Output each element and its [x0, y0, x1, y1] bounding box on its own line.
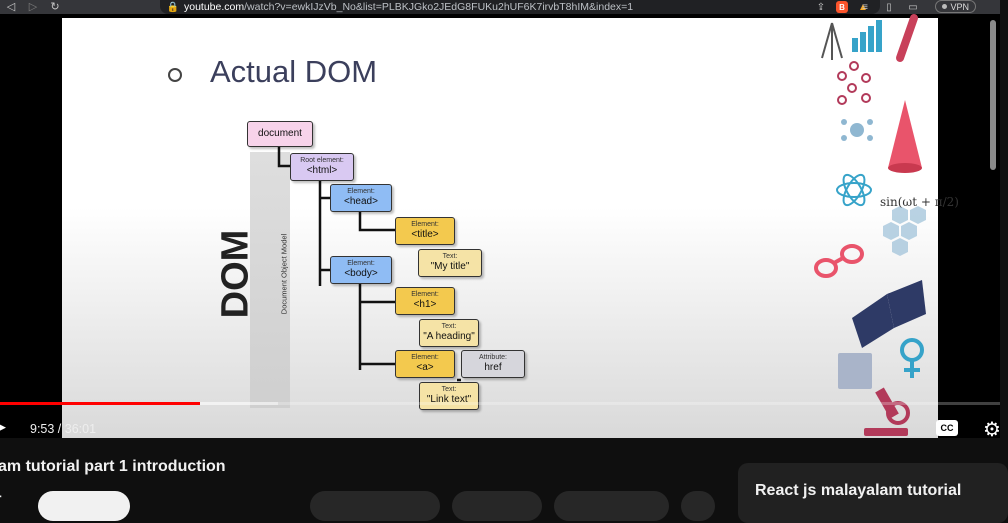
glasses-icon: [814, 244, 864, 278]
node-body-value: <body>: [344, 267, 378, 279]
download-button[interactable]: [554, 491, 669, 521]
vpn-button[interactable]: VPN: [935, 0, 976, 13]
science-decorations: [814, 14, 926, 436]
dom-tree-connectors: [277, 146, 461, 382]
node-html-value: <html>: [306, 164, 338, 176]
hexagon-pattern-icon: [883, 206, 926, 256]
node-attribute-value: href: [484, 361, 502, 373]
progress-bar[interactable]: [0, 402, 1000, 405]
node-title-text-tag: Text:: [442, 253, 458, 261]
address-bar[interactable]: 🔒 youtube.com/watch?v=ewkIJzVb_No&list=P…: [160, 0, 880, 14]
vpn-status-icon: [942, 4, 948, 9]
molecule-icon: [837, 61, 871, 105]
node-a-tag: Element:: [411, 354, 439, 362]
wallet-icon[interactable]: ▭: [908, 1, 918, 13]
node-attribute: Attribute: href: [461, 350, 525, 378]
node-html: Root element: <html>: [290, 153, 354, 181]
browser-toolbar: ◁ ▷ ↻ ⚐ 🔒 youtube.com/watch?v=ewkIJzVb_N…: [0, 0, 1000, 14]
subscribe-button[interactable]: [38, 491, 130, 521]
node-attribute-tag: Attribute:: [478, 354, 507, 362]
node-head-tag: Element:: [347, 188, 375, 196]
node-a-value: <a>: [416, 361, 434, 373]
browser-tools: ≡ ▯ ▭: [858, 0, 920, 14]
node-title-tag: Element:: [411, 221, 439, 229]
share-icon[interactable]: ⇪: [816, 1, 826, 13]
node-title-value: <title>: [411, 228, 439, 240]
formula-text: sin(ωt + π/2): [880, 195, 959, 209]
node-a-text-tag: Text:: [441, 386, 457, 394]
play-icon[interactable]: ▶: [0, 419, 6, 434]
up-next-title[interactable]: React js malayalam tutorial: [755, 482, 962, 499]
captions-button[interactable]: CC: [936, 420, 958, 436]
bullet-icon: [168, 68, 182, 82]
played-progress: [0, 402, 200, 405]
notepad-icon: [838, 353, 872, 389]
dots-cluster-icon: [841, 119, 873, 141]
more-actions-button[interactable]: [681, 491, 715, 521]
reload-icon[interactable]: ↻: [50, 0, 60, 13]
forward-icon[interactable]: ▷: [28, 0, 38, 13]
node-h1: Element: <h1>: [395, 287, 455, 315]
book-icon: [852, 280, 926, 348]
vpn-label: VPN: [950, 1, 969, 12]
rewards-icon[interactable]: ▲: [858, 1, 868, 13]
atom-icon: [836, 173, 872, 207]
address-bar-actions: ⇪ B ▲: [814, 0, 870, 14]
up-next-card[interactable]: [738, 463, 1008, 523]
settings-gear-icon[interactable]: ⚙: [983, 419, 1001, 441]
node-body: Element: <body>: [330, 256, 392, 284]
time-display: 9:53 / 36:01: [30, 422, 97, 436]
slide-heading: Actual DOM: [210, 54, 378, 89]
node-a: Element: <a>: [395, 350, 455, 378]
page-scrollbar[interactable]: [990, 20, 996, 170]
lock-icon: 🔒: [166, 1, 180, 13]
female-symbol-icon: [900, 338, 924, 378]
share-button[interactable]: [452, 491, 542, 521]
node-html-tag: Root element:: [300, 157, 344, 165]
node-a-text-value: "Link text": [426, 393, 472, 405]
playlist-icon[interactable]: ≡: [862, 1, 868, 13]
node-head: Element: <head>: [330, 184, 392, 212]
channel-name[interactable]: r: [0, 490, 1, 506]
node-h1-text-value: "A heading": [423, 330, 475, 342]
url-text: youtube.com/watch?v=ewkIJzVb_No&list=PLB…: [184, 1, 634, 13]
video-player[interactable]: Actual DOM DOM Document Object Model doc…: [0, 14, 1001, 441]
back-icon[interactable]: ◁: [6, 0, 16, 13]
node-a-text: Text: "Link text": [419, 382, 479, 410]
dom-side-band: [250, 152, 290, 408]
node-title-text: Text: "My title": [418, 249, 482, 277]
brave-shields-icon[interactable]: B: [836, 1, 848, 13]
node-h1-text-tag: Text:: [441, 323, 457, 331]
node-body-tag: Element:: [347, 260, 375, 268]
cone-icon: [888, 100, 922, 168]
node-title: Element: <title>: [395, 217, 455, 245]
node-document-value: document: [258, 128, 302, 139]
test-tube-icon: [896, 14, 918, 62]
node-h1-tag: Element:: [411, 291, 439, 299]
node-title-text-value: "My title": [430, 260, 470, 272]
node-h1-value: <h1>: [413, 298, 437, 310]
slide-content: Actual DOM DOM Document Object Model doc…: [62, 14, 959, 438]
bar-chart-icon: [852, 20, 882, 52]
sidebar-icon[interactable]: ▯: [886, 1, 892, 13]
node-document: document: [247, 121, 313, 147]
tripod-icon: [821, 22, 843, 60]
node-head-value: <head>: [344, 195, 378, 207]
node-h1-text: Text: "A heading": [419, 319, 479, 347]
video-title: am tutorial part 1 introduction: [0, 458, 226, 475]
like-button[interactable]: [310, 491, 440, 521]
microscope-icon: [864, 387, 910, 436]
